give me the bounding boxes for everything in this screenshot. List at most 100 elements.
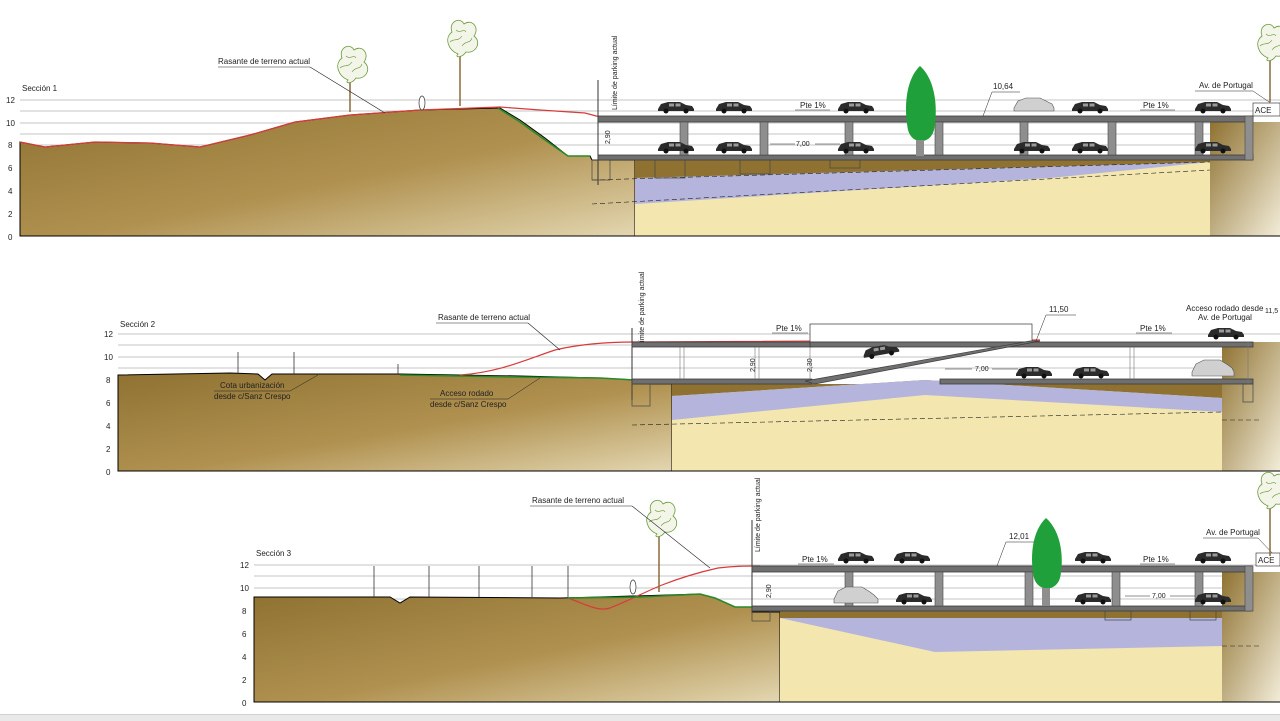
acceso-av-label: Av. de Portugal [1198, 313, 1252, 322]
axis-label: 0 [242, 699, 247, 708]
section-2-axis: 12 10 8 6 4 2 0 [104, 330, 113, 477]
dimension-label: 10,64 [993, 82, 1014, 91]
dimension-label: 7,00 [796, 141, 810, 148]
section-3-axis: 12 10 8 6 4 2 0 [240, 561, 249, 708]
edge-value: 11,5 [1265, 308, 1278, 315]
dimension-label: 7,00 [975, 366, 989, 373]
tree [337, 45, 369, 112]
height-label: 2,90 [766, 584, 773, 598]
height-label: 2,30 [807, 358, 814, 372]
car [716, 102, 752, 114]
upper-box-section-2 [809, 323, 1033, 343]
car [1073, 367, 1109, 379]
terrain-section-3 [253, 593, 781, 703]
tree [447, 19, 479, 106]
terrain-right-section-2 [1222, 342, 1280, 471]
cota-label: Cota urbanización [220, 381, 284, 390]
lower-slab-right-section-2 [939, 378, 1254, 385]
rasante-line-section-1 [19, 106, 601, 148]
section-1: Sección 1 12 10 8 6 4 2 0 [6, 19, 1280, 242]
lower-slab-section-3 [751, 605, 1253, 612]
car [1016, 367, 1052, 379]
green-line-section-3 [567, 593, 752, 608]
columns-section-1 [679, 115, 1254, 161]
car [896, 593, 932, 605]
acceso-label: Acceso rodado [440, 389, 494, 398]
height-label: 2,90 [605, 130, 612, 144]
axis-label: 2 [242, 676, 247, 685]
upper-slab-section-3 [751, 565, 1253, 573]
bottom-scroll-bar[interactable] [0, 714, 1280, 721]
ace-label: ACE [1258, 556, 1274, 565]
section-3: Sección 3 12 10 8 6 4 2 0 [240, 471, 1280, 708]
pte-label: Pte 1% [776, 324, 802, 333]
axis-label: 10 [240, 584, 249, 593]
axis-label: 8 [106, 376, 111, 385]
dimension-label: 12,01 [1009, 532, 1030, 541]
fill-purple-section-2 [672, 380, 1222, 420]
axis-label: 12 [6, 96, 15, 105]
cota-label: desde c/Sanz Crespo [214, 392, 291, 401]
columns-section-2 [679, 342, 1249, 384]
car [716, 142, 752, 154]
dimension-label: 7,00 [1152, 593, 1166, 600]
fill-earth-section-1 [635, 160, 1210, 178]
person-figure [629, 579, 637, 595]
car [838, 102, 874, 114]
upper-slab-left-section-2 [631, 341, 813, 348]
axis-label: 10 [6, 119, 15, 128]
acceso-label: desde c/Sanz Crespo [430, 400, 507, 409]
rasante-label: Rasante de terreno actual [438, 313, 530, 322]
car [1075, 593, 1111, 605]
ramp-section-2 [804, 340, 1041, 385]
dimension-label: 11,50 [1049, 305, 1069, 314]
axis-label: 10 [104, 353, 113, 362]
cypress-tree [1031, 518, 1062, 589]
car [1191, 359, 1235, 377]
fence-posts-section-3 [373, 566, 569, 597]
terrain-section-1 [19, 107, 636, 237]
section-3-title: Sección 3 [256, 549, 292, 558]
car [1072, 102, 1108, 114]
car [1075, 552, 1111, 564]
axis-label: 6 [106, 399, 111, 408]
fill-earth-section-2 [672, 380, 1222, 398]
car [894, 552, 930, 564]
car [658, 102, 694, 114]
terrain-section-2 [117, 372, 673, 472]
tree [1257, 471, 1280, 556]
acceso-av-label: Acceso rodado desde [1186, 304, 1264, 313]
pte-label: Pte 1% [1143, 101, 1169, 110]
axis-label: 0 [8, 233, 13, 242]
lower-slab-section-2 [631, 378, 813, 385]
section-2-grid [118, 333, 1280, 369]
car [838, 142, 874, 154]
car [1195, 552, 1231, 564]
footings-section-1 [591, 159, 861, 181]
car [1208, 328, 1244, 340]
car [658, 142, 694, 154]
section-1-title: Sección 1 [22, 84, 58, 93]
axis-label: 6 [242, 630, 247, 639]
section-2-title: Sección 2 [120, 320, 156, 329]
fill-purple-section-1 [635, 160, 1210, 204]
cypress-tree [905, 66, 936, 142]
section-1-axis: 12 10 8 6 4 2 0 [6, 96, 15, 242]
axis-label: 12 [240, 561, 249, 570]
axis-label: 6 [8, 164, 13, 173]
pte-label: Pte 1% [800, 101, 826, 110]
av-label: Av. de Portugal [1199, 81, 1253, 90]
fence-posts-section-2 [237, 352, 399, 374]
car [1014, 142, 1050, 154]
pte-label: Pte 1% [802, 555, 828, 564]
fill-purple-section-3 [780, 618, 1222, 652]
axis-label: 12 [104, 330, 113, 339]
axis-label: 0 [106, 468, 111, 477]
axis-label: 4 [106, 422, 111, 431]
av-label: Av. de Portugal [1206, 528, 1260, 537]
car [838, 552, 874, 564]
car [1072, 142, 1108, 154]
rasante-label: Rasante de terreno actual [218, 57, 310, 66]
axis-label: 4 [8, 187, 13, 196]
